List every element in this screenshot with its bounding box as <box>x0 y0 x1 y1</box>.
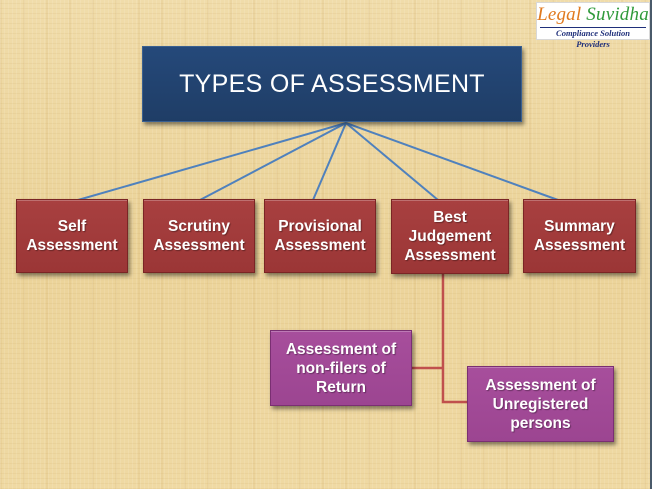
node-scrutiny-assessment: Scrutiny Assessment <box>143 199 255 273</box>
node-label-line: Assessment <box>533 237 626 254</box>
node-self-assessment: Self Assessment <box>16 199 128 273</box>
node-label-line: Assessment <box>26 237 118 254</box>
logo-brand-legal: Legal <box>537 4 582 25</box>
root-connectors <box>77 122 559 201</box>
root-node-label: TYPES OF ASSESSMENT <box>179 69 485 98</box>
node-label-line: Best <box>433 209 467 226</box>
logo-brand: Legal Suvidha <box>537 4 649 26</box>
node-label-line: Assessment <box>274 237 366 254</box>
node-best-judgement-assessment: Best Judgement Assessment <box>391 199 509 274</box>
slide-border <box>650 0 652 489</box>
node-label-line: persons <box>510 414 571 432</box>
logo-brand-suvidha: Suvidha <box>586 4 649 25</box>
logo-tagline: Compliance Solution Providers <box>540 27 646 50</box>
node-label-line: Assessment of <box>485 376 596 394</box>
node-label-line: Return <box>316 378 366 396</box>
node-label-line: Summary <box>544 218 615 235</box>
node-label-line: Judgement <box>408 228 492 245</box>
node-label-line: Unregistered <box>492 395 589 413</box>
root-node-types-of-assessment: TYPES OF ASSESSMENT <box>142 46 522 122</box>
node-label-line: Assessment <box>153 237 245 254</box>
legal-suvidha-logo: Legal Suvidha Compliance Solution Provid… <box>536 2 650 49</box>
node-assessment-non-filers: Assessment of non-filers of Return <box>270 330 412 406</box>
node-provisional-assessment: Provisional Assessment <box>264 199 376 273</box>
node-label-line: Scrutiny <box>167 218 230 235</box>
node-label-line: Assessment of <box>285 340 397 358</box>
judgement-connectors <box>412 274 467 404</box>
node-label-line: Assessment <box>404 247 496 264</box>
node-assessment-unregistered-persons: Assessment of Unregistered persons <box>467 366 614 442</box>
node-label-line: non-filers of <box>296 359 386 377</box>
node-summary-assessment: Summary Assessment <box>523 199 636 273</box>
node-label-line: Self <box>57 218 87 235</box>
node-label-line: Provisional <box>278 218 362 235</box>
